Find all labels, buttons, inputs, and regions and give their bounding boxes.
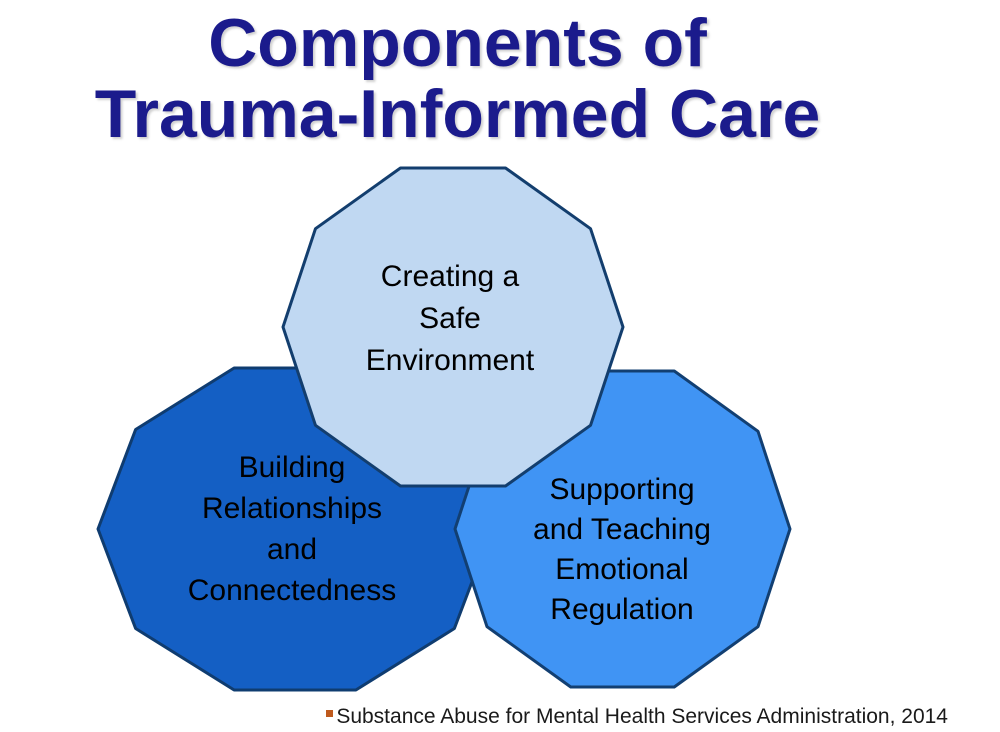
citation: Substance Abuse for Mental Health Servic… <box>326 705 948 729</box>
slide-title: Components of Trauma-Informed Care <box>94 5 821 152</box>
supporting-teaching-label: Supporting and Teaching Emotional Regula… <box>533 473 711 626</box>
citation-text: Substance Abuse for Mental Health Servic… <box>336 705 948 728</box>
creating-safe-environment-decagon <box>281 166 625 488</box>
building-relationships-label: Building Relationships and Connectedness <box>187 451 397 607</box>
creating-safe-environment-label: Creating a Safe Environment <box>365 260 535 377</box>
citation-bullet-icon <box>326 710 334 717</box>
